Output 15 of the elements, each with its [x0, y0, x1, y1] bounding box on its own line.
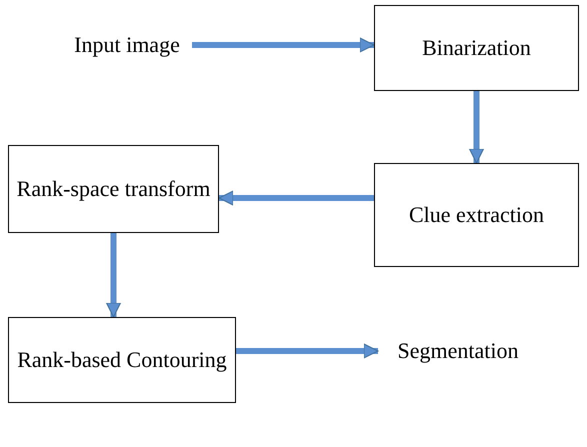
- process-box: [8, 317, 236, 403]
- process-box: [374, 163, 579, 267]
- box-label: Binarization: [422, 34, 531, 62]
- node-text: Input image: [74, 32, 180, 58]
- arrow: [106, 233, 121, 318]
- arrow: [192, 38, 374, 52]
- arrow: [218, 190, 374, 206]
- process-box: [374, 5, 579, 91]
- arrow: [236, 344, 378, 358]
- process-box: [8, 145, 219, 233]
- box-label: Clue extraction: [408, 202, 544, 228]
- arrow: [469, 91, 484, 164]
- box-label: Rank-space transform: [16, 176, 210, 202]
- node-text: Segmentation: [398, 338, 518, 364]
- box-label: Rank-based Contouring: [17, 346, 227, 374]
